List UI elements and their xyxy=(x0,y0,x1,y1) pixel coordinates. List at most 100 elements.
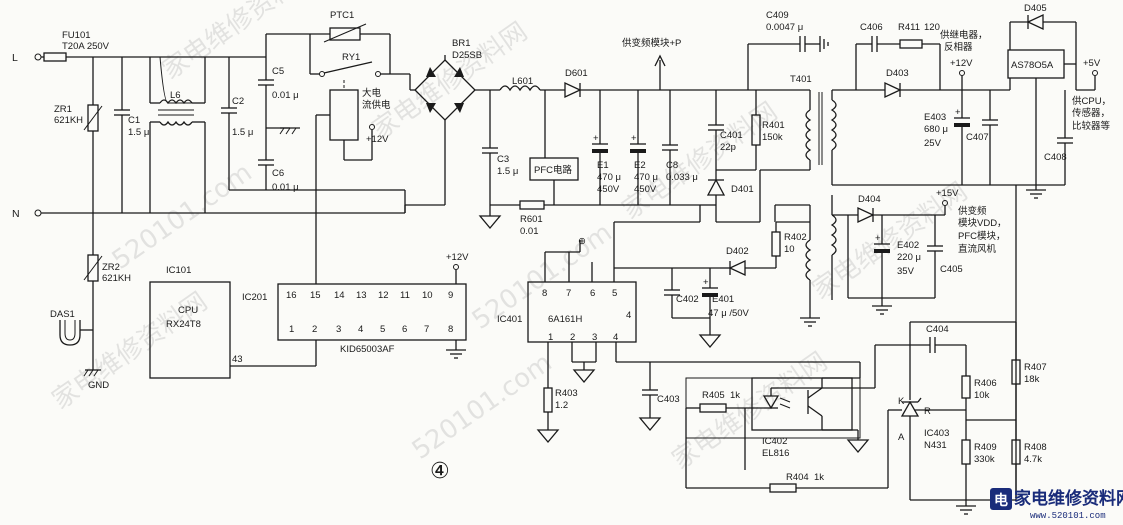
label-ic201: IC201 xyxy=(242,292,267,303)
label-ic403-val: N431 xyxy=(924,440,947,451)
resistor-r405 xyxy=(699,403,727,413)
resistor-r601 xyxy=(519,200,545,210)
watermarks: 家电维修资料网 家电维修资料网 520101.com 520101.com 家电… xyxy=(47,0,973,476)
label-r401-val: 150k xyxy=(762,132,783,143)
logo-text: 家电维修资料网 xyxy=(1014,488,1123,509)
label-big-current2: 流供电 xyxy=(362,99,391,111)
label-r408: R408 xyxy=(1024,442,1047,453)
output-12v-5v: D403 C406 R411 120 供继电器， 反相器 +12V + E403… xyxy=(832,3,1111,498)
label-r601: R601 xyxy=(520,214,543,225)
ic201-pin: 9 xyxy=(448,290,453,301)
inductor-l6-top xyxy=(159,99,193,105)
ic201-pin: 2 xyxy=(312,324,317,335)
label-ic403-k: K xyxy=(898,396,905,407)
label-cpu-val: RX24T8 xyxy=(166,319,201,330)
label-r601-val: 0.01 xyxy=(520,226,539,237)
label-zr2-val: 621KH xyxy=(102,273,131,284)
label-c401-val: 22p xyxy=(720,142,736,153)
ic201-pin: 10 xyxy=(422,290,433,301)
label-c407: C407 xyxy=(966,132,989,143)
ic201-pin: 5 xyxy=(380,324,385,335)
label-r406: R406 xyxy=(974,378,997,389)
label-ptc1: PTC1 xyxy=(330,10,354,21)
label-relay-supply2: 反相器 xyxy=(944,41,973,53)
label-ic402: IC402 xyxy=(762,436,787,447)
label-big-current: 大电 xyxy=(362,87,382,99)
ic201-pin: 16 xyxy=(286,290,297,301)
relay-coil-ry1 xyxy=(329,89,359,141)
watermark-text: 520101.com xyxy=(407,348,558,466)
label-r407-val: 18k xyxy=(1024,374,1040,385)
label-zr1: ZR1 xyxy=(54,104,72,115)
svg-text:+: + xyxy=(875,233,881,244)
label-cpu-supply3: 比较器等 xyxy=(1072,120,1111,132)
label-l601: L601 xyxy=(512,76,533,87)
label-r409: R409 xyxy=(974,442,997,453)
label-plus12v: +12V xyxy=(950,58,973,69)
label-c8-val: 0.033 μ xyxy=(666,172,698,183)
thermistor-ptc1 xyxy=(329,27,361,41)
snubber-section: C409 0.0047 μ C401 22p R401 150k D401 xyxy=(700,10,829,223)
label-ic403-r: R xyxy=(924,406,931,417)
svg-text:+: + xyxy=(703,277,709,288)
figure-footer: ④ 电 家电维修资料网 www.520101.com xyxy=(430,459,1123,521)
ic201-pin: 4 xyxy=(358,324,363,335)
optocoupler-ic402 xyxy=(751,377,853,431)
label-relay-12v: +12V xyxy=(366,134,389,145)
resistor-r409 xyxy=(961,439,971,465)
fuse-fu101 xyxy=(43,52,67,62)
inductor-l601 xyxy=(499,85,541,92)
label-c409: C409 xyxy=(766,10,789,21)
ic401-pin: 5 xyxy=(612,288,617,299)
ic401-pin: 1 xyxy=(548,332,553,343)
label-e402-val1: 220 μ xyxy=(897,252,921,263)
diode-d404 xyxy=(857,206,875,224)
resistor-r406 xyxy=(961,375,971,399)
svg-text:+: + xyxy=(593,133,599,144)
svg-text:电: 电 xyxy=(994,492,1008,509)
label-d402: D402 xyxy=(726,246,749,257)
label-cpu-supply2: 传感器， xyxy=(1072,107,1110,119)
label-plus5v: +5V xyxy=(1083,58,1101,69)
output-15v: D404 +15V 供变频 模块VDD， PFC模块， 直流风机 + E402 … xyxy=(832,188,1007,315)
label-ic101: IC101 xyxy=(166,265,191,276)
secondary-winding-15v xyxy=(830,214,837,256)
watermark-text: 520101.com xyxy=(107,158,258,276)
label-c3: C3 xyxy=(497,154,509,165)
input-section: L N FU101 T20A 250V ZR1 621KH C1 1.5 μ xyxy=(12,30,390,391)
label-e401: E401 xyxy=(712,294,734,305)
secondary-winding-12v xyxy=(830,99,837,151)
label-n: N xyxy=(12,208,20,220)
label-ry1: RY1 xyxy=(342,52,360,63)
label-c409-val: 0.0047 μ xyxy=(766,22,803,33)
controller-ic401: IC401 6A161H 8 7 6 5 1 2 3 4 4 ⊕ R403 1.… xyxy=(497,205,860,444)
ic401-body xyxy=(527,281,637,343)
label-ic401-val: 6A161H xyxy=(548,314,582,325)
label-inv-supply2: 模块VDD， xyxy=(958,217,1007,229)
resistor-r411 xyxy=(899,39,923,49)
label-inverter-module: 供变频模块+P xyxy=(622,37,681,49)
terminal-n xyxy=(34,209,42,217)
label-plus12v-ic201: +12V xyxy=(446,252,469,263)
ic401-pin: 6 xyxy=(590,288,595,299)
label-e2: E2 xyxy=(634,160,646,171)
ic201-pin: 15 xyxy=(310,290,321,301)
label-plus15v: +15V xyxy=(936,188,959,199)
label-e401-val: 47 μ /50V xyxy=(708,308,750,319)
ground-symbol xyxy=(698,334,722,349)
label-c6: C6 xyxy=(272,168,284,179)
label-r404-val: 1k xyxy=(814,472,824,483)
label-r406-val: 10k xyxy=(974,390,990,401)
cpu-ic101 xyxy=(149,281,231,379)
label-das1: DAS1 xyxy=(50,309,75,320)
label-c6-val: 0.01 μ xyxy=(272,182,299,193)
label-e403-val2: 25V xyxy=(924,138,942,149)
pfc-section: L601 D601 C3 1.5 μ PFC电路 + E1 470 μ 450V… xyxy=(478,37,760,237)
diode-d403 xyxy=(884,81,902,99)
label-cpu: CPU xyxy=(178,305,198,316)
label-r411-val: 120 xyxy=(924,22,940,33)
resistor-r404 xyxy=(769,483,797,493)
svg-text:+: + xyxy=(955,107,961,118)
